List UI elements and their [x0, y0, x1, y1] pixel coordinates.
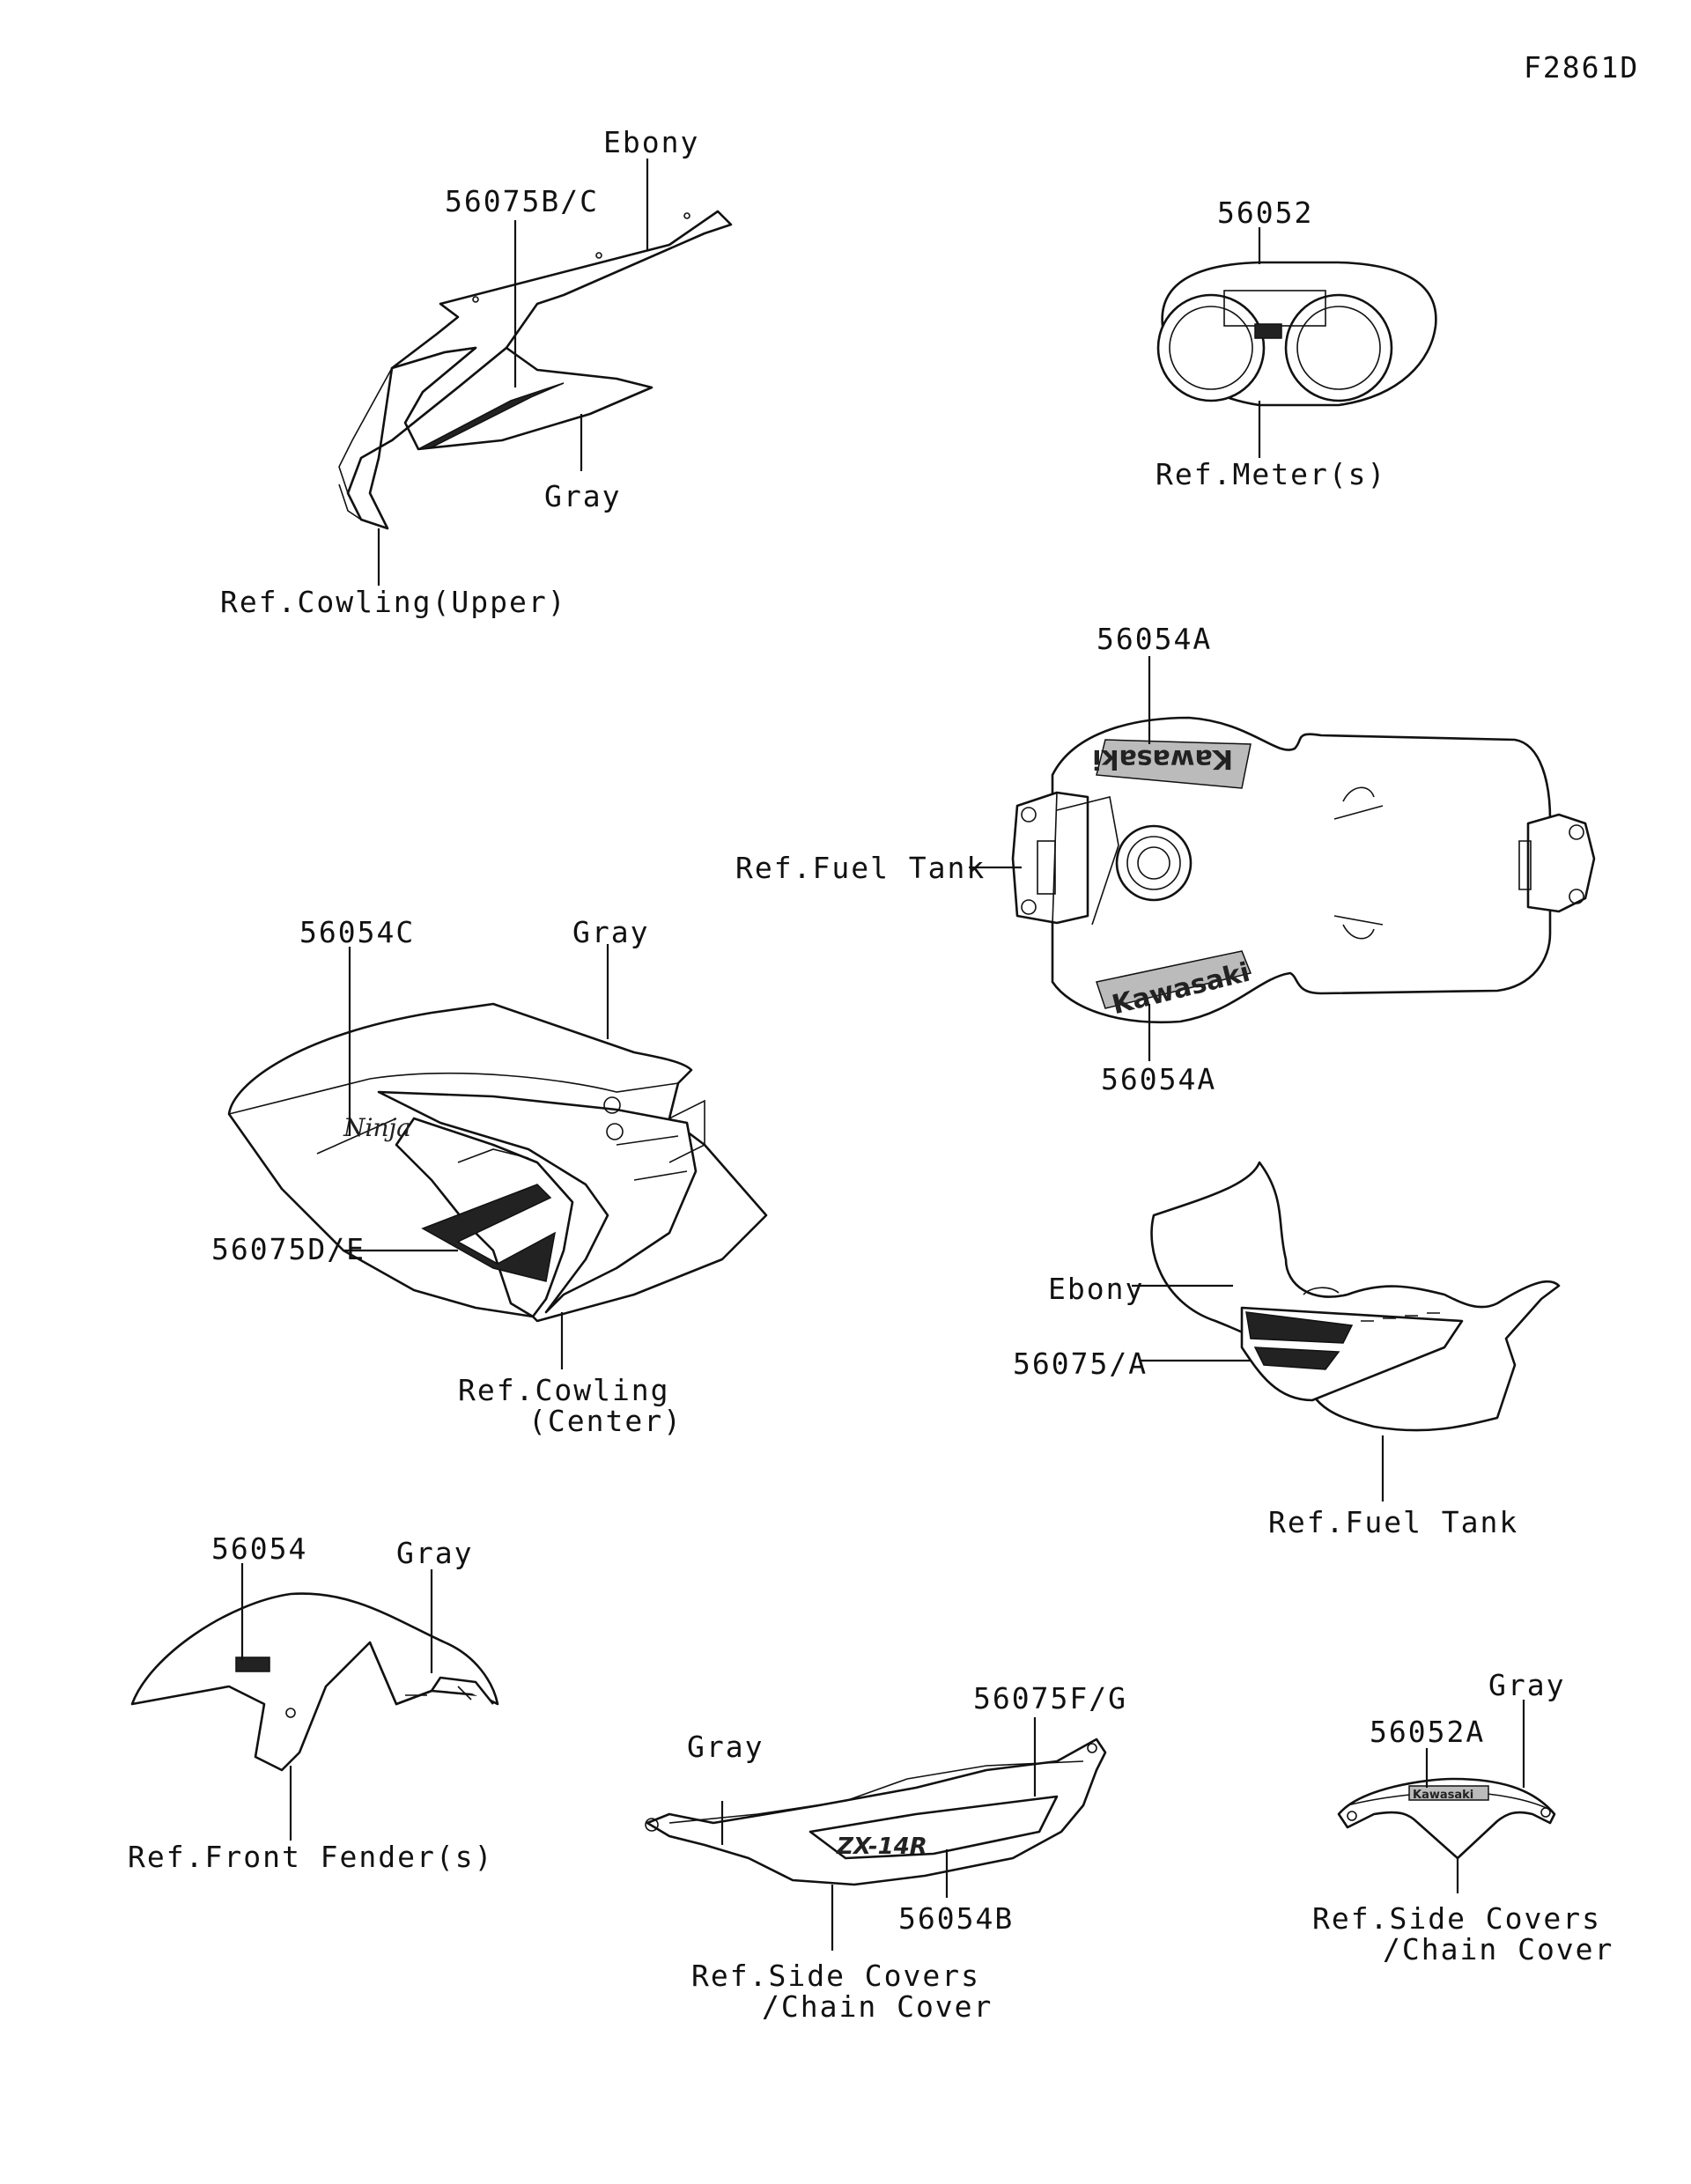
gray-label: Gray	[544, 479, 621, 513]
ref-cowling-upper-label: Ref.Cowling(Upper)	[220, 585, 567, 619]
ref-fuel-tank-label-1: Ref.Fuel Tank	[735, 851, 986, 885]
zx14r-logo-icon: ZX-14R	[836, 1834, 927, 1860]
side-cover-decal-panel	[809, 1795, 1059, 1860]
fuel-tank-side-stripes	[1245, 1311, 1354, 1370]
part-number-56054: 56054	[211, 1531, 307, 1566]
gray-label-chain-cover: Gray	[1488, 1668, 1565, 1702]
chain-cover-decal-text: Kawasaki	[1413, 1789, 1473, 1802]
upper-cowling-group: Ebony 56075B/C Gray Ref.Cowling(Upper)	[220, 125, 733, 619]
ref-side-covers-label-2: /Chain Cover	[762, 1989, 993, 2024]
front-fender-part	[130, 1592, 499, 1772]
left-gauge	[1156, 293, 1266, 402]
center-cowling-stripes	[421, 1184, 557, 1282]
ebony-label: Ebony	[603, 125, 699, 159]
ninja-logo-icon: Ninja	[343, 1113, 411, 1142]
chain-cover-part	[1337, 1777, 1556, 1860]
tank-decal-top: Kawasaki	[1092, 739, 1252, 789]
ref-meter-label: Ref.Meter(s)	[1156, 457, 1386, 491]
part-number-56054b: 56054B	[898, 1901, 1014, 1936]
gray-label-side-cover: Gray	[687, 1730, 764, 1764]
fuel-tank-side-part	[1150, 1161, 1561, 1432]
ref-chain-cover-label-2: /Chain Cover	[1383, 1932, 1613, 1966]
ref-cowling-center-label-1: Ref.Cowling	[458, 1373, 670, 1407]
fuel-tank-top-group: Kawasaki Kawasaki 56054A Ref.Fuel Tank 5…	[735, 622, 1596, 1096]
part-number-56054a-bottom: 56054A	[1101, 1062, 1216, 1096]
ref-cowling-center-label-2: (Center)	[528, 1404, 683, 1438]
tank-decal-top-text: Kawasaki	[1092, 743, 1233, 774]
ebony-label-side: Ebony	[1048, 1272, 1144, 1306]
front-fender-decal	[235, 1656, 270, 1672]
front-fender-group: 56054 Gray Ref.Front Fender(s)	[128, 1531, 499, 1874]
ref-fuel-tank-label-2: Ref.Fuel Tank	[1268, 1505, 1518, 1539]
part-number-56075de: 56075D/E	[211, 1232, 366, 1266]
meter-group: 56052 Ref.Meter(s)	[1156, 196, 1437, 491]
part-number-56075bc: 56075B/C	[445, 184, 599, 218]
tank-left-mount	[1011, 791, 1089, 925]
meter-decal	[1254, 323, 1282, 339]
fuel-tank-side-group: Ebony 56075/A Ref.Fuel Tank	[1013, 1161, 1561, 1539]
fuel-tank-top-part	[1051, 716, 1552, 1024]
upper-cowling-stripe	[417, 382, 565, 450]
figure-code: F2861D	[1524, 50, 1639, 85]
part-number-56075a: 56075/A	[1013, 1347, 1148, 1381]
right-gauge	[1284, 293, 1393, 402]
gray-label-fender: Gray	[396, 1536, 473, 1570]
part-number-56052a: 56052A	[1370, 1715, 1485, 1749]
chain-cover-decal: Kawasaki	[1408, 1785, 1489, 1802]
part-number-56054c: 56054C	[299, 915, 415, 949]
part-number-56054a-top: 56054A	[1097, 622, 1212, 656]
center-cowling-group: Ninja 56054C Gray 56075D/E Ref.Cowling (…	[211, 915, 768, 1438]
ref-chain-cover-label-1: Ref.Side Covers	[1312, 1901, 1601, 1936]
gray-label-center: Gray	[572, 915, 649, 949]
part-number-56052: 56052	[1217, 196, 1313, 230]
upper-cowling-lower-panel	[346, 346, 654, 530]
ref-side-covers-label-1: Ref.Side Covers	[691, 1959, 980, 1993]
center-cowling-inner-panel	[377, 1090, 698, 1314]
part-number-56075fg: 56075F/G	[973, 1681, 1127, 1715]
side-cover-group: ZX-14R 56075F/G Gray 56054B Ref.Side Cov…	[645, 1681, 1127, 2024]
ref-front-fender-label: Ref.Front Fender(s)	[128, 1840, 494, 1874]
chain-cover-group: Kawasaki 56052A Gray Ref.Side Covers /Ch…	[1312, 1668, 1613, 1966]
